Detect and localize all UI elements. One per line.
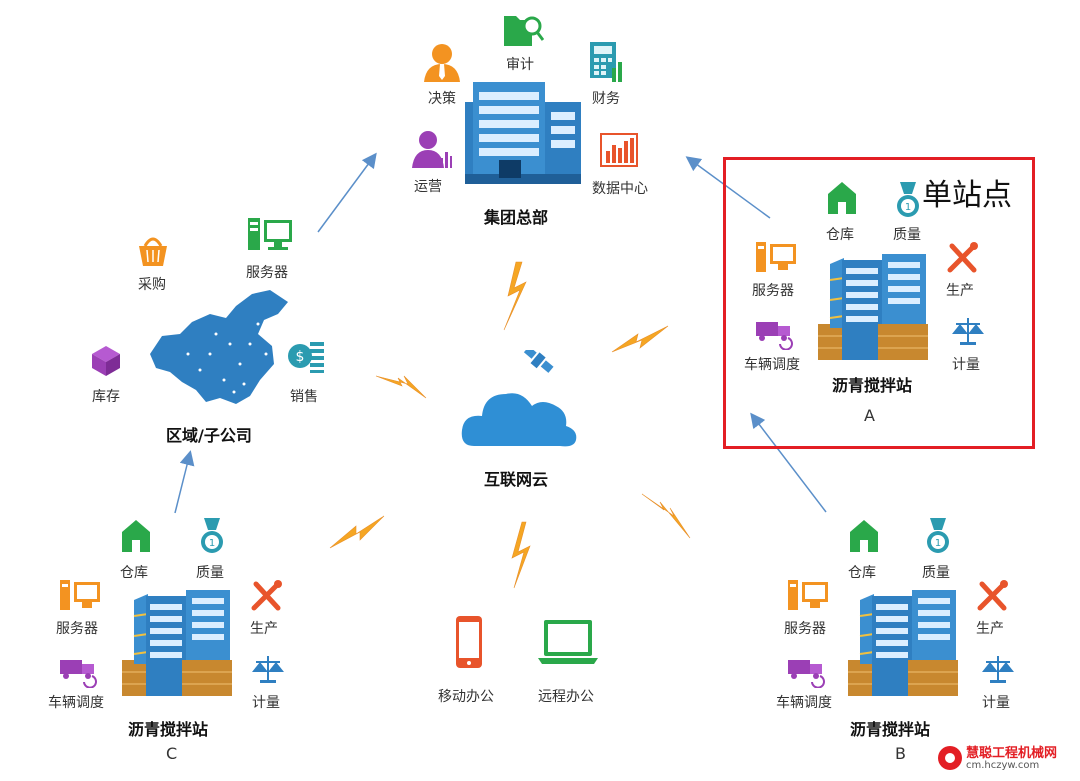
remote-office-label: 远程办公 xyxy=(538,689,594,705)
station-building-icon xyxy=(818,254,928,360)
purchase-basket-icon xyxy=(139,237,167,266)
watermark-url: cm.hczyw.com xyxy=(966,760,1040,771)
metering-scale-icon xyxy=(982,656,1014,683)
lightning-icon xyxy=(503,261,527,331)
svg-text:1: 1 xyxy=(905,202,911,213)
station-c-dispatch-label: 车辆调度 xyxy=(48,695,104,711)
station-b-metering-label: 计量 xyxy=(982,695,1010,711)
satellite-cloud-icon xyxy=(461,350,577,447)
station-building-icon xyxy=(122,590,232,696)
server-computer-icon xyxy=(788,580,828,610)
metering-scale-icon xyxy=(952,318,984,345)
purchase-label: 采购 xyxy=(138,277,166,293)
arrow-region-to-hq xyxy=(317,152,377,233)
metering-scale-icon xyxy=(252,656,284,683)
station-a-quality-label: 质量 xyxy=(893,227,921,243)
lightning-icon xyxy=(375,375,427,399)
station-c-title: 沥青搅拌站 xyxy=(128,720,209,739)
station-a-dispatch-label: 车辆调度 xyxy=(744,357,800,373)
arrow-c-to-region xyxy=(174,450,195,514)
station-c-metering-label: 计量 xyxy=(252,695,280,711)
lightning-icon xyxy=(641,493,691,539)
production-tools-icon xyxy=(947,242,978,273)
china-map-icon xyxy=(150,290,288,404)
quality-medal-icon: 1 xyxy=(201,518,223,553)
server-computer-icon xyxy=(248,218,292,250)
inventory-cube-icon xyxy=(92,346,120,376)
production-tools-icon xyxy=(251,580,282,611)
quality-medal-icon: 1 xyxy=(897,182,919,217)
station-b-server-label: 服务器 xyxy=(784,621,826,637)
sales-money-icon: $ xyxy=(288,342,324,373)
svg-text:1: 1 xyxy=(935,538,941,549)
single-station-label: 单站点 xyxy=(922,178,1012,213)
hq-title: 集团总部 xyxy=(484,208,549,227)
audit-label: 审计 xyxy=(506,57,534,73)
station-a-warehouse-label: 仓库 xyxy=(826,227,854,243)
station-building-icon xyxy=(848,590,958,696)
station-b-letter: B xyxy=(895,744,906,763)
region-server-label: 服务器 xyxy=(246,265,288,281)
cloud-title: 互联网云 xyxy=(484,470,549,489)
single-station-highlight xyxy=(723,157,1035,449)
station-b-production-label: 生产 xyxy=(976,621,1004,637)
region-title: 区域/子公司 xyxy=(166,426,252,445)
lightning-icon xyxy=(329,515,385,549)
arrow-b-to-a xyxy=(750,412,827,513)
finance-calculator-icon xyxy=(590,42,622,82)
watermark-name: 慧聪工程机械网 xyxy=(966,746,1058,761)
sales-label: 销售 xyxy=(290,389,318,405)
quality-medal-icon: 1 xyxy=(927,518,949,553)
watermark-logo-icon xyxy=(938,746,962,770)
server-computer-icon xyxy=(756,242,796,272)
lightning-icon xyxy=(511,521,531,589)
station-b-warehouse-label: 仓库 xyxy=(848,565,876,581)
station-a-server-label: 服务器 xyxy=(752,283,794,299)
station-a-metering-label: 计量 xyxy=(952,357,980,373)
data-center-chart-icon xyxy=(600,133,638,167)
station-c-quality-label: 质量 xyxy=(196,565,224,581)
hq-building-icon xyxy=(465,82,581,184)
arrow-a-to-hq xyxy=(685,156,771,219)
svg-text:$: $ xyxy=(296,349,305,365)
audit-icon xyxy=(504,16,544,46)
finance-label: 财务 xyxy=(592,91,620,107)
station-b-dispatch-label: 车辆调度 xyxy=(776,695,832,711)
laptop-icon xyxy=(538,620,598,664)
station-c-server-label: 服务器 xyxy=(56,621,98,637)
production-tools-icon xyxy=(977,580,1008,611)
watermark-logo: 慧聪工程机械网 cm.hczyw.com xyxy=(934,740,1074,778)
operations-label: 运营 xyxy=(414,179,442,195)
warehouse-house-icon xyxy=(828,182,856,214)
station-a-production-label: 生产 xyxy=(946,283,974,299)
svg-text:1: 1 xyxy=(209,538,215,549)
dispatch-truck-icon xyxy=(60,660,97,688)
warehouse-house-icon xyxy=(850,520,878,552)
station-c-production-label: 生产 xyxy=(250,621,278,637)
station-c-letter: C xyxy=(166,744,178,763)
server-computer-icon xyxy=(60,580,100,610)
operations-person-icon xyxy=(412,131,452,168)
station-b-quality-label: 质量 xyxy=(922,565,950,581)
decision-label: 决策 xyxy=(428,91,456,107)
data-center-label: 数据中心 xyxy=(592,181,648,197)
station-b-title: 沥青搅拌站 xyxy=(850,720,931,739)
warehouse-house-icon xyxy=(122,520,150,552)
decision-person-icon xyxy=(424,44,460,82)
station-c-warehouse-label: 仓库 xyxy=(120,565,148,581)
dispatch-truck-icon xyxy=(788,660,825,688)
dispatch-truck-icon xyxy=(756,322,793,350)
lightning-icon xyxy=(611,325,669,353)
station-a-title: 沥青搅拌站 xyxy=(832,376,913,395)
station-a-letter: A xyxy=(864,406,875,425)
mobile-phone-icon xyxy=(456,616,482,668)
inventory-label: 库存 xyxy=(92,389,120,405)
mobile-office-label: 移动办公 xyxy=(438,689,494,705)
